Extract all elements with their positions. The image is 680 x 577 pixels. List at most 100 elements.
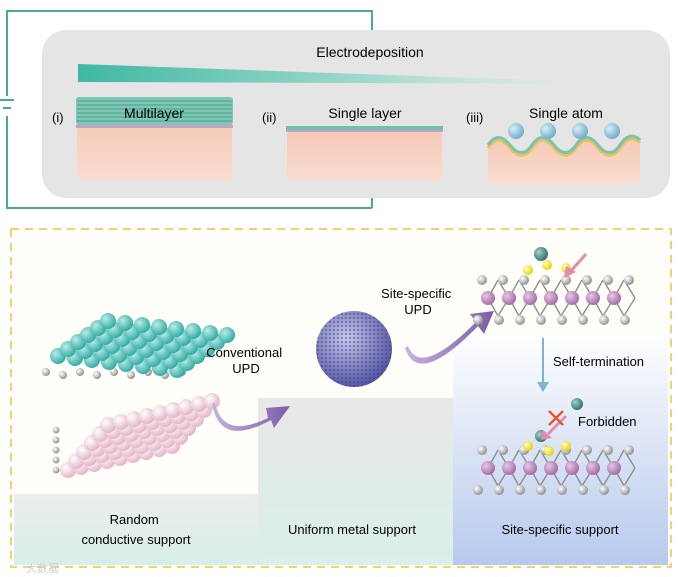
deposited-site-atom (523, 265, 533, 275)
sulfur-atom (557, 315, 567, 325)
stage-marker-i: (i) (52, 110, 64, 125)
metal-atom (502, 461, 516, 475)
adlayer-atom (219, 327, 235, 343)
sulfur-atom (515, 485, 525, 495)
sulfur-atom (557, 485, 567, 495)
deposited-site-atom (561, 441, 571, 451)
stage-marker-iii: (iii) (466, 110, 483, 125)
sulfur-atom (578, 315, 588, 325)
substrate-atom (59, 371, 67, 379)
sulfur-atom (624, 275, 634, 285)
electrodeposition-panel: Electrodeposition (i) Multilayer (ii) Si… (0, 10, 670, 209)
metal-atom (523, 291, 537, 305)
substrate-atom (127, 371, 135, 379)
step-uniform-support (258, 398, 453, 565)
adlayer-atom (168, 321, 184, 337)
electrodeposition-title: Electrodeposition (316, 44, 423, 60)
site-specific-support-label: Site-specific support (501, 522, 618, 537)
forbidden-cross-icon (548, 410, 564, 426)
substrate-atom (76, 368, 84, 376)
single-atom-electrode (486, 123, 642, 184)
support-atom (100, 417, 116, 433)
substrate-atom (93, 371, 101, 379)
adatom (508, 123, 524, 139)
multilayer-electrode (76, 97, 233, 180)
support-atom (191, 396, 207, 412)
metal-nanosphere (316, 311, 392, 387)
sulfur-atom (624, 445, 634, 455)
stage-label-single-layer: Single layer (328, 105, 401, 121)
adlayer-atom (117, 315, 133, 331)
sulfur-atom (582, 445, 592, 455)
support-atom (178, 399, 194, 415)
adlayer-atom (100, 313, 116, 329)
metal-atom (544, 461, 558, 475)
substrate-atom (52, 436, 60, 444)
sulfur-atom (599, 315, 609, 325)
adatom (604, 123, 620, 139)
deposited-site-atom (544, 446, 554, 456)
substrate-atom (52, 426, 60, 434)
sulfur-atom (540, 275, 550, 285)
sulfur-atom (561, 275, 571, 285)
step-random-support (14, 494, 258, 565)
metal-atom (565, 461, 579, 475)
substrate-atom (52, 466, 60, 474)
metal-atom (586, 461, 600, 475)
sulfur-atom (620, 315, 630, 325)
sulfur-atom (498, 445, 508, 455)
forbidden-adatom (541, 398, 583, 440)
conventional-upd-arrow (212, 402, 290, 431)
sulfur-atom (603, 275, 613, 285)
adatom (572, 123, 588, 139)
site-specific-lattice-bottom (473, 430, 636, 495)
sulfur-atom (536, 315, 546, 325)
metal-atom (586, 291, 600, 305)
random-support-label: Random conductive support (81, 512, 191, 547)
stage-marker-ii: (ii) (262, 110, 276, 125)
metal-atom (502, 291, 516, 305)
bond (623, 297, 636, 317)
sulfur-atom (494, 315, 504, 325)
forbidden-label: Forbidden (578, 414, 637, 429)
metal-atom (481, 291, 495, 305)
incoming-adatom-top (534, 247, 588, 278)
self-termination-label: Self-termination (553, 354, 644, 369)
substrate-atom (52, 456, 60, 464)
deposited-site-atom (523, 441, 533, 451)
battery-icon (0, 99, 14, 109)
metal-atom (565, 291, 579, 305)
uniform-support-label: Uniform metal support (288, 522, 416, 537)
support-atom (139, 408, 155, 424)
sulfur-atom (473, 485, 483, 495)
site-specific-upd-arrow (405, 311, 494, 364)
deposition-gradient-wedge (78, 64, 645, 84)
sulfur-atom (519, 275, 529, 285)
deposited-site-atom (542, 260, 552, 270)
sulfur-atom (603, 445, 613, 455)
sulfur-atom (582, 275, 592, 285)
substrate-atom (42, 368, 50, 376)
sulfur-atom (599, 485, 609, 495)
stage-label-multilayer: Multilayer (124, 105, 184, 121)
watermark: 大数据 (26, 561, 59, 575)
metal-atom (607, 461, 621, 475)
adlayer-atom (134, 317, 150, 333)
sulfur-atom (494, 485, 504, 495)
metal-atom (523, 461, 537, 475)
adlayer-atom (151, 319, 167, 335)
substrate-atom (52, 446, 60, 454)
sulfur-atom (578, 485, 588, 495)
support-atom (126, 411, 142, 427)
sulfur-atom (515, 315, 525, 325)
stage-label-single-atom: Single atom (529, 105, 603, 121)
support-atom (165, 402, 181, 418)
single-layer-electrode (286, 126, 443, 181)
site-specific-upd-label: Site-specific UPD (381, 286, 455, 317)
conventional-upd-label: Conventional UPD (206, 345, 286, 376)
adlayer-atom (202, 325, 218, 341)
circuit-wire (6, 10, 373, 209)
metal-atom (607, 291, 621, 305)
sulfur-atom (620, 485, 630, 495)
upd-panel: Conventional UPD Site-specific UPD Self-… (10, 228, 672, 575)
